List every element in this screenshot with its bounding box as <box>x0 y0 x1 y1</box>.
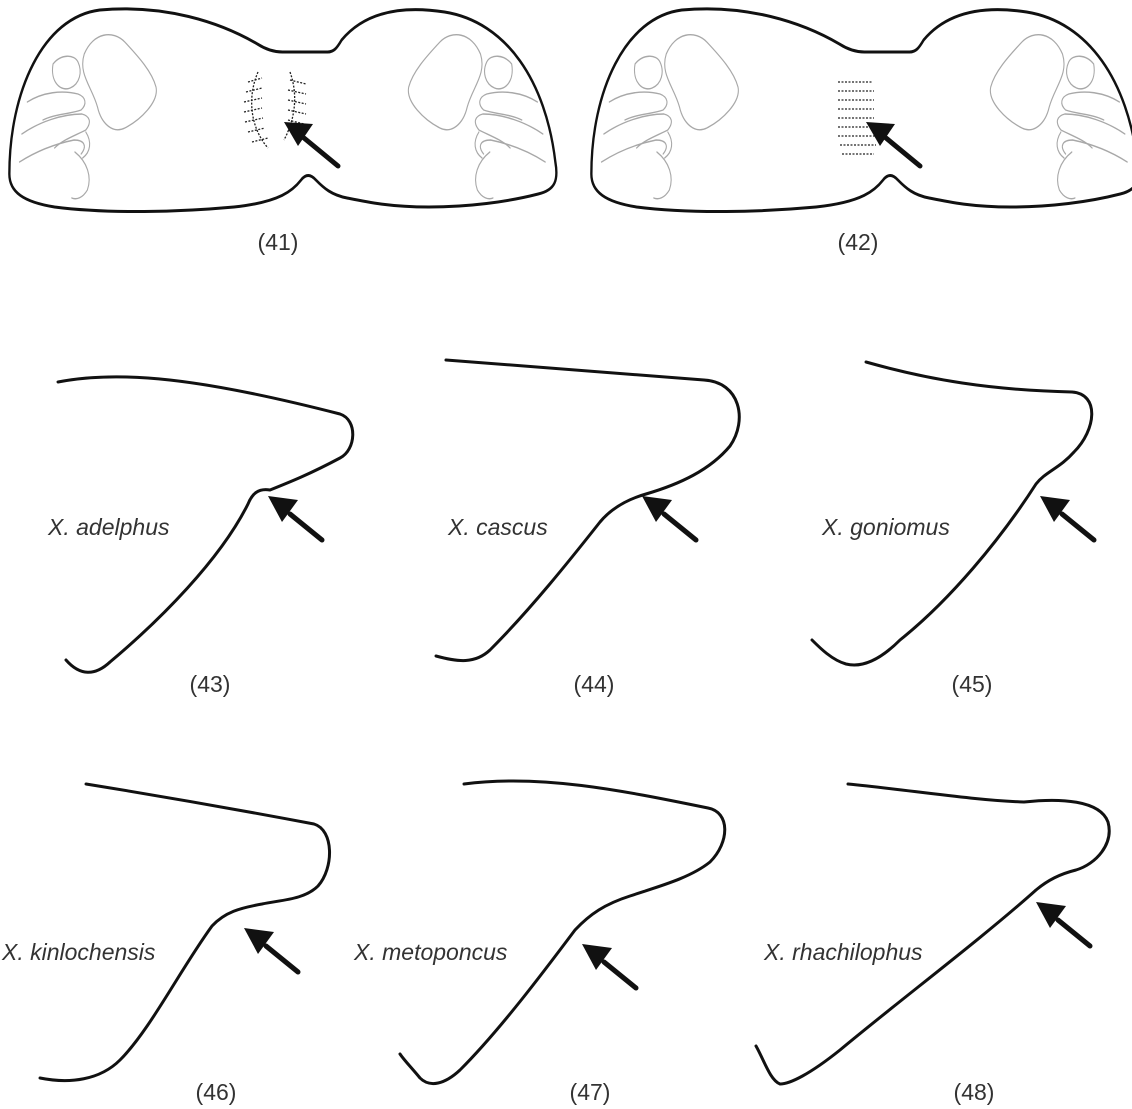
profile-46: X. kinlochensis (46) <box>1 782 331 1105</box>
arrow-icon <box>268 496 325 543</box>
plate-42: (42) <box>589 7 1132 255</box>
arrow-icon <box>284 122 341 169</box>
plate-41-label: (41) <box>258 229 299 255</box>
arrow-icon <box>1040 496 1097 543</box>
profile-43-label: (43) <box>190 671 231 697</box>
profile-44-label: (44) <box>574 671 615 697</box>
plate-41: (41) <box>7 7 558 255</box>
arrow-icon <box>244 928 301 975</box>
species-label: X. cascus <box>447 514 548 540</box>
profile-44: X. cascus (44) <box>434 358 741 697</box>
ridge-rows <box>838 81 876 155</box>
species-label: X. goniomus <box>821 514 950 540</box>
species-label: X. kinlochensis <box>1 939 156 965</box>
profile-45: X. goniomus (45) <box>810 360 1097 697</box>
arrow-icon <box>1036 902 1093 949</box>
profile-47: X. metoponcus (47) <box>353 779 727 1105</box>
profile-43: X. adelphus (43) <box>47 375 355 697</box>
species-label: X. adelphus <box>47 514 170 540</box>
profile-45-label: (45) <box>952 671 993 697</box>
plate-42-label: (42) <box>838 229 879 255</box>
profile-48: X. rhachilophus (48) <box>754 782 1111 1105</box>
arrow-icon <box>582 944 639 991</box>
ridge-rows <box>243 71 307 149</box>
species-label: X. rhachilophus <box>763 939 923 965</box>
profile-46-label: (46) <box>196 1079 237 1105</box>
arrow-icon <box>642 496 699 543</box>
profile-48-label: (48) <box>954 1079 995 1105</box>
arrow-icon <box>866 122 923 169</box>
profile-47-label: (47) <box>570 1079 611 1105</box>
species-label: X. metoponcus <box>353 939 508 965</box>
